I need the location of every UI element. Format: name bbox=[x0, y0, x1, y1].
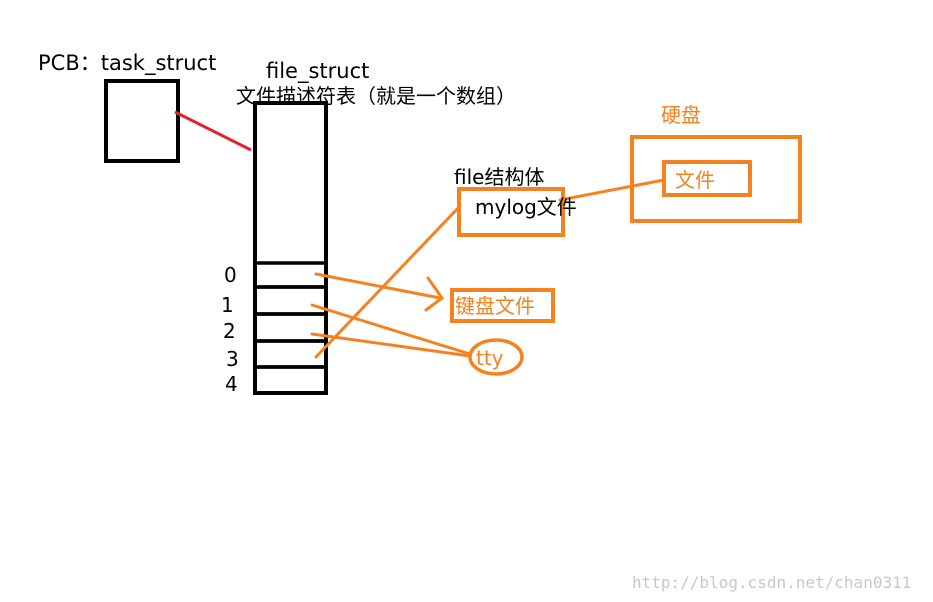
tty-ellipse bbox=[468, 338, 524, 376]
fd-index-2: 2 bbox=[223, 319, 236, 343]
keyboard-arrowhead bbox=[424, 276, 445, 312]
file-struct-label: file_struct bbox=[266, 59, 369, 84]
pcb-box bbox=[104, 79, 180, 163]
keyboard-file-label: 键盘文件 bbox=[455, 294, 535, 318]
fd-index-0: 0 bbox=[224, 263, 237, 287]
slot3-to-file-struct-line bbox=[314, 204, 462, 359]
slot0-to-keyboard-arrow bbox=[314, 272, 442, 300]
watermark-text: http://blog.csdn.net/chan0311 bbox=[632, 573, 911, 592]
slot1-to-tty-line bbox=[310, 303, 472, 356]
pcb-to-table-link bbox=[174, 110, 252, 152]
file-struct-node-label: file结构体 bbox=[454, 165, 544, 189]
fd-index-3: 3 bbox=[226, 347, 239, 371]
pcb-label: PCB：task_struct bbox=[38, 51, 216, 76]
fd-slot-1 bbox=[253, 285, 328, 316]
disk-file-label: 文件 bbox=[675, 168, 715, 192]
mylog-file-box bbox=[457, 187, 565, 237]
fd-index-1: 1 bbox=[221, 293, 234, 317]
fd-table bbox=[253, 101, 328, 395]
fd-index-4: 4 bbox=[225, 372, 238, 396]
disk-file-box bbox=[662, 160, 752, 197]
slot2-to-tty-line bbox=[310, 332, 472, 358]
disk-box bbox=[630, 135, 802, 223]
disk-label: 硬盘 bbox=[661, 103, 701, 127]
fd-slot-4 bbox=[253, 365, 328, 395]
fd-slot-2 bbox=[253, 312, 328, 343]
file-struct-to-disk-line bbox=[558, 178, 666, 202]
keyboard-file-box bbox=[450, 288, 555, 323]
fd-slot-3 bbox=[253, 339, 328, 369]
tty-label: tty bbox=[476, 346, 504, 370]
mylog-file-label: mylog文件 bbox=[475, 195, 577, 219]
